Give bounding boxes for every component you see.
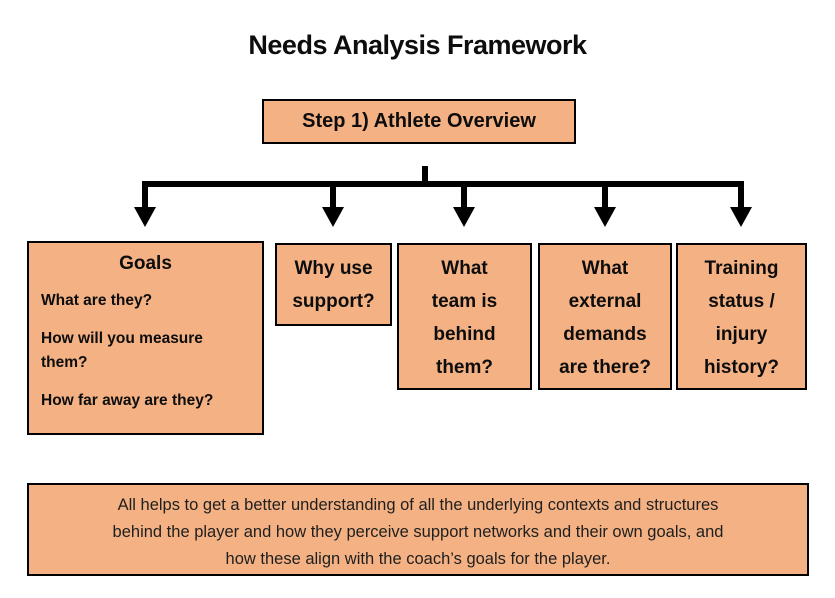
step1-label: Step 1) Athlete Overview <box>302 110 536 132</box>
arrow-down-icon <box>730 207 752 227</box>
arrow-down-icon <box>322 207 344 227</box>
arrow-stem-training <box>738 187 744 209</box>
goals-heading: Goals <box>119 253 172 274</box>
goals-item: What are they? <box>41 292 153 309</box>
training-status-box: Training status / injury history? <box>676 243 807 390</box>
arrow-down-icon <box>594 207 616 227</box>
arrow-stem-support <box>330 187 336 209</box>
goals-item: How will you measure them? <box>41 330 203 372</box>
connector-stub <box>422 166 428 187</box>
step1-athlete-overview-box: Step 1) Athlete Overview <box>262 99 576 144</box>
goals-box: Goals What are they? How will you measur… <box>27 241 264 435</box>
arrow-down-icon <box>134 207 156 227</box>
goals-item: How far away are they? <box>41 392 214 410</box>
page-title: Needs Analysis Framework <box>248 30 587 60</box>
external-demands-box: What external demands are there? <box>538 243 672 390</box>
connector-horizontal-line <box>142 181 744 187</box>
summary-box: All helps to get a better understanding … <box>27 483 809 576</box>
arrow-stem-external <box>602 187 608 209</box>
arrow-down-icon <box>453 207 475 227</box>
arrow-stem-team <box>461 187 467 209</box>
arrow-stem-goals <box>142 187 148 209</box>
team-behind-box: What team is behind them? <box>397 243 532 390</box>
why-use-support-box: Why use support? <box>275 243 392 326</box>
